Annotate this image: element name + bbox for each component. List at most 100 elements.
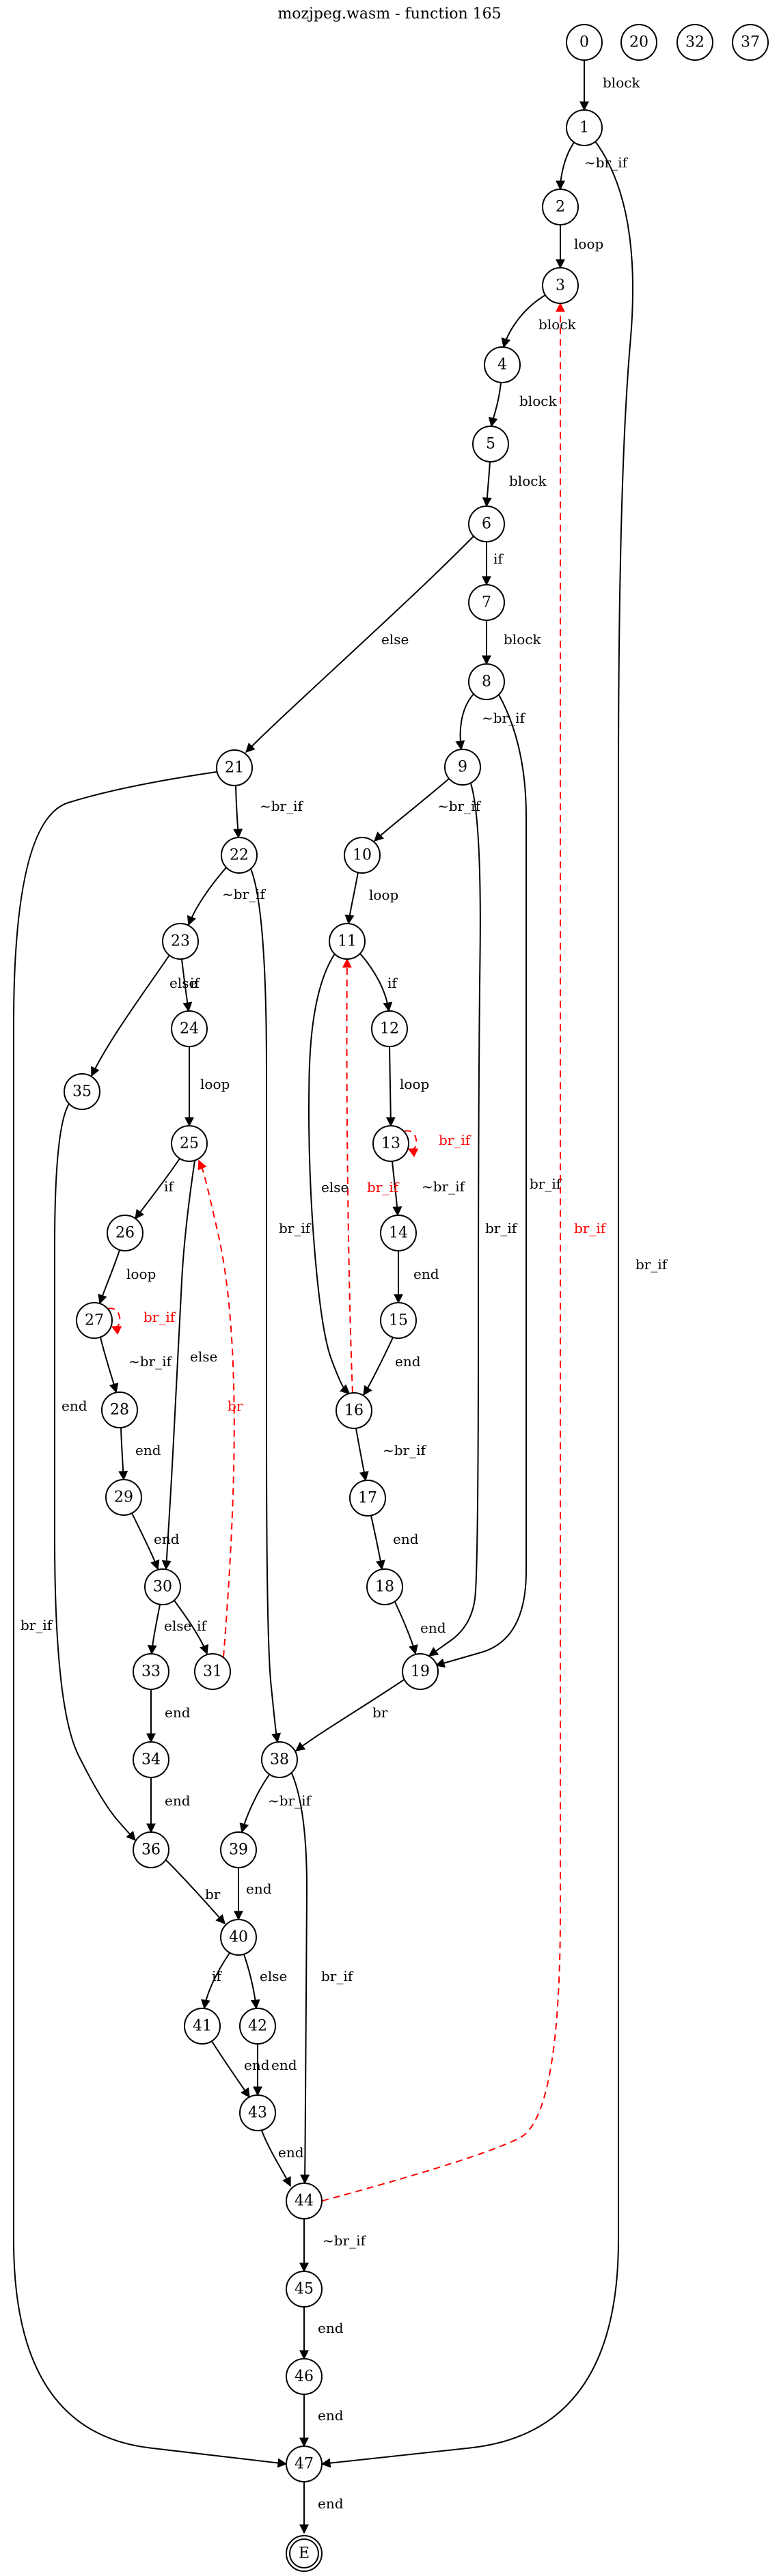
- edge-label-47-E: end: [318, 2495, 344, 2512]
- node-33: 33: [133, 1653, 169, 1690]
- node-14: 14: [380, 1215, 417, 1251]
- node-circle-46: [286, 2358, 323, 2395]
- node-circle-29: [105, 1479, 142, 1516]
- node-label-43: 43: [248, 2105, 267, 2122]
- node-label-40: 40: [229, 1929, 248, 1946]
- edge-label-30-31: if: [197, 1618, 207, 1634]
- edge-41-43: [211, 2040, 250, 2099]
- edge-label-15-16: end: [395, 1353, 421, 1370]
- node-42: 42: [239, 2008, 276, 2045]
- edge-label-16-11: br_if: [367, 1179, 400, 1195]
- edge-label-22-38: br_if: [279, 1220, 312, 1236]
- node-label-35: 35: [72, 1083, 92, 1100]
- node-20: 20: [620, 24, 657, 61]
- edge-label-25-26: if: [164, 1178, 174, 1195]
- edge-1-47: [320, 141, 634, 2468]
- node-circle-24: [171, 1010, 208, 1047]
- node-3: 3: [542, 267, 579, 304]
- edge-44-3: [321, 302, 565, 2202]
- node-circle-28: [101, 1391, 138, 1428]
- node-8: 8: [468, 663, 505, 700]
- edge-label-7-8: block: [504, 631, 541, 648]
- edge-13-13: [404, 1130, 419, 1157]
- node-label-41: 41: [193, 2018, 212, 2035]
- edge-label-6-21: else: [381, 631, 409, 648]
- edge-25-30: [161, 1160, 195, 1570]
- node-label-47: 47: [295, 2456, 314, 2473]
- edge-label-12-13: loop: [400, 1076, 429, 1092]
- node-label-33: 33: [141, 1663, 161, 1680]
- node-circle-38: [261, 1741, 298, 1778]
- edge-label-44-45: ~br_if: [323, 2232, 367, 2249]
- node-circle-34: [133, 1741, 169, 1778]
- node-13: 13: [372, 1125, 409, 1162]
- edge-label-21-22: ~br_if: [260, 798, 304, 814]
- node-circle-19: [402, 1653, 439, 1690]
- edge-label-26-27: loop: [126, 1266, 156, 1282]
- edge-label-8-9: ~br_if: [482, 710, 526, 726]
- edge-label-34-36: end: [165, 1792, 191, 1809]
- edge-28-29: [118, 1427, 128, 1481]
- edge-label-39-40: end: [246, 1881, 272, 1897]
- edge-8-19: [435, 694, 528, 1668]
- node-35: 35: [64, 1073, 100, 1110]
- node-40: 40: [220, 1919, 257, 1956]
- edge-label-38-44: br_if: [321, 1968, 354, 1984]
- node-circle-3: [542, 267, 579, 304]
- node-label-31: 31: [203, 1663, 222, 1680]
- edge-4-5: [488, 382, 502, 428]
- node-11: 11: [329, 923, 366, 960]
- node-circle-16: [336, 1392, 372, 1429]
- node-17: 17: [349, 1480, 386, 1516]
- node-1: 1: [566, 109, 603, 146]
- node-15: 15: [380, 1302, 417, 1339]
- edge-30-33: [147, 1604, 161, 1655]
- node-36: 36: [133, 1831, 169, 1868]
- node-19: 19: [402, 1653, 439, 1690]
- node-29: 29: [105, 1479, 142, 1516]
- node-label-1: 1: [579, 120, 589, 137]
- node-2: 2: [542, 189, 579, 225]
- diagram-title: mozjpeg.wasm - function 165: [277, 5, 501, 23]
- node-label-46: 46: [295, 2368, 314, 2385]
- edge-label-40-41: if: [212, 1968, 222, 1984]
- node-circle-32: [676, 24, 713, 61]
- edge-label-16-17: ~br_if: [383, 1442, 427, 1458]
- edge-label-27-27: br_if: [144, 1309, 176, 1325]
- node-circle-33: [133, 1653, 169, 1690]
- edge-label-44-3: br_if: [574, 1220, 607, 1236]
- edge-label-14-15: end: [413, 1266, 439, 1282]
- node-6: 6: [468, 505, 505, 542]
- edge-18-19: [394, 1601, 418, 1655]
- node-47: 47: [286, 2446, 323, 2482]
- node-28: 28: [101, 1391, 138, 1428]
- node-circle-0: [566, 24, 603, 61]
- edge-label-10-11: loop: [369, 887, 398, 903]
- node-label-8: 8: [482, 674, 491, 691]
- node-label-45: 45: [295, 2281, 314, 2298]
- edge-label-11-12: if: [387, 975, 398, 991]
- node-label-25: 25: [180, 1135, 199, 1152]
- node-label-38: 38: [270, 1751, 289, 1769]
- node-23: 23: [162, 923, 199, 960]
- node-24: 24: [171, 1010, 208, 1047]
- node-circle-1: [566, 109, 603, 146]
- edge-label-29-30: end: [154, 1531, 180, 1547]
- edge-9-10: [373, 778, 450, 842]
- node-18: 18: [366, 1568, 403, 1605]
- node-circle-27: [76, 1302, 113, 1339]
- edge-label-35-36: end: [62, 1398, 87, 1414]
- edge-label-3-4: block: [538, 316, 576, 333]
- node-circle-35: [64, 1073, 100, 1110]
- node-9: 9: [444, 749, 481, 786]
- edge-31-25: [197, 1159, 235, 1658]
- edge-label-2-3: loop: [574, 236, 603, 252]
- node-label-27: 27: [85, 1312, 104, 1329]
- node-7: 7: [468, 584, 505, 621]
- edge-label-6-7: if: [493, 551, 504, 567]
- node-label-E: E: [299, 2545, 310, 2562]
- node-label-10: 10: [353, 847, 372, 864]
- edge-label-1-2: ~br_if: [584, 154, 629, 171]
- edge-26-27: [98, 1249, 120, 1305]
